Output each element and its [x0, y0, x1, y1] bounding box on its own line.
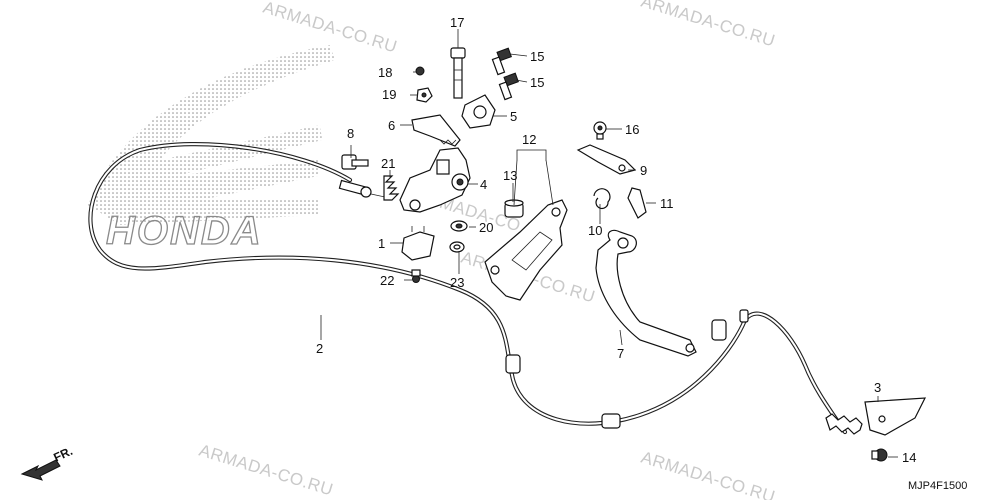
watermark: ARMADA-CO.RU [197, 441, 336, 500]
honda-wing-logo: HONDA [88, 45, 335, 254]
part-15-bolt-lower[interactable] [498, 72, 519, 101]
part-11-pad[interactable] [627, 187, 647, 219]
callout-3: 3 [874, 380, 881, 395]
callout-11: 11 [660, 196, 674, 211]
callout-14: 14 [902, 450, 916, 465]
part-21-spring[interactable] [383, 175, 400, 201]
callout-17: 17 [450, 15, 464, 30]
callout-13: 13 [503, 168, 517, 183]
honda-logo-text: HONDA [106, 209, 263, 253]
callout-20: 20 [479, 220, 493, 235]
part-20-collar[interactable] [450, 220, 468, 232]
callout-12: 12 [522, 132, 536, 147]
callout-18: 18 [378, 65, 392, 80]
part-13-bushing[interactable] [504, 199, 524, 218]
front-direction-label: FR. [51, 444, 74, 465]
part-8-adjuster[interactable] [341, 154, 369, 170]
part-15-bolt-upper[interactable] [491, 47, 512, 76]
part-23-washer[interactable] [449, 241, 465, 253]
callout-7: 7 [617, 346, 624, 361]
part-12-bracket[interactable] [484, 199, 568, 301]
part-9-plate[interactable] [576, 144, 637, 175]
callout-5: 5 [510, 109, 517, 124]
callout-22: 22 [380, 273, 394, 288]
part-1-switch[interactable] [401, 226, 435, 261]
part-18-screw[interactable] [415, 66, 425, 76]
part-2-clutch-cable[interactable] [88, 142, 863, 435]
part-10-spring-clip[interactable] [593, 188, 611, 210]
part-3-cable-bracket[interactable] [864, 397, 927, 436]
callout-10: 10 [588, 223, 602, 238]
callout-labels: 1 2 3 4 5 6 7 8 9 10 11 12 13 14 15 15 1… [316, 15, 916, 465]
callout-1: 1 [378, 236, 385, 251]
callout-21: 21 [381, 156, 395, 171]
part-5-lever-holder[interactable] [461, 94, 496, 129]
part-16-bolt[interactable] [593, 121, 607, 140]
part-19-nut[interactable] [416, 87, 433, 103]
watermark: ARMADA-CO.RU [639, 0, 778, 51]
part-4-lever-bracket[interactable] [399, 147, 471, 213]
diagram-code: MJP4F1500 [908, 480, 967, 492]
front-direction-arrow: FR. [20, 444, 75, 481]
part-17-bolt[interactable] [450, 47, 466, 99]
callout-9: 9 [640, 163, 647, 178]
callout-2: 2 [316, 341, 323, 356]
callout-16: 16 [625, 122, 639, 137]
part-6-plate[interactable] [411, 114, 461, 147]
callout-19: 19 [382, 87, 396, 102]
callout-6: 6 [388, 118, 395, 133]
callout-15b: 15 [530, 75, 544, 90]
part-7-lever[interactable] [595, 229, 697, 357]
callout-4: 4 [480, 177, 487, 192]
leader-lines [320, 29, 898, 458]
part-22-screw[interactable] [411, 269, 421, 283]
callout-8: 8 [347, 126, 354, 141]
callout-23: 23 [450, 275, 464, 290]
part-14-bolt[interactable] [871, 448, 888, 462]
watermark: ARMADA-CO.RU [639, 448, 778, 500]
callout-15a: 15 [530, 49, 544, 64]
